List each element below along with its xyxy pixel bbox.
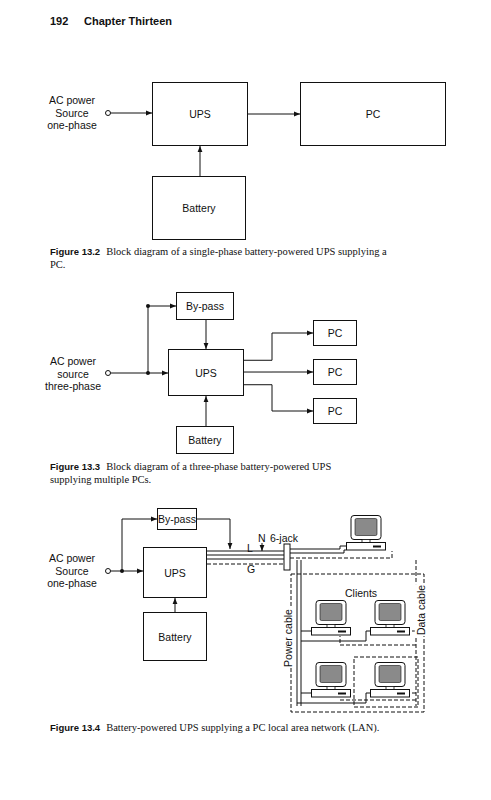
computer-icon <box>347 516 386 551</box>
arrow-connector <box>244 333 313 360</box>
pc-box: PC <box>300 82 446 146</box>
source-label: AC power Source one-phase <box>44 552 100 590</box>
box-text: UPS <box>195 367 217 379</box>
power-cable <box>290 550 346 553</box>
cable-label: Power cable <box>282 608 295 668</box>
chapter-heading: Chapter Thirteen <box>84 15 172 28</box>
page-number: 192 <box>50 15 68 28</box>
supply-wire <box>111 571 144 572</box>
bypass-wire <box>148 306 149 373</box>
computer-icon <box>371 663 410 698</box>
data-cable-line <box>290 551 392 558</box>
box-text: PC <box>328 405 343 417</box>
wire-label: G <box>247 563 255 576</box>
caption-text: Battery-powered UPS supplying a PC local… <box>106 722 379 733</box>
power-cable <box>301 693 312 694</box>
caption-block: Figure 13.3Block diagram of a three-phas… <box>50 461 370 486</box>
bypass-wire <box>148 306 176 307</box>
power-line <box>207 559 284 560</box>
arrow-connector <box>244 372 313 373</box>
supply-wire <box>111 113 153 114</box>
box-text: Battery <box>188 434 221 446</box>
source-label: AC power source three-phase <box>44 355 102 393</box>
bypass-wire <box>197 519 230 549</box>
network-outline <box>291 574 424 712</box>
caption-block: Figure 13.4 Battery-powered UPS supplying… <box>50 722 450 735</box>
ups-box: UPS <box>143 547 207 598</box>
power-cable <box>297 560 298 706</box>
pc-box: PC <box>313 398 357 424</box>
jack-symbol <box>284 544 290 570</box>
caption-block: Figure 13.2Block diagram of a single-pha… <box>50 246 398 271</box>
power-line <box>207 555 284 556</box>
caption-text: Block diagram of a single-phase battery-… <box>50 246 387 270</box>
box-text: PC <box>328 366 343 378</box>
ups-box: UPS <box>152 82 248 146</box>
figure-number: Figure 13.2 <box>50 246 100 257</box>
box-text: UPS <box>164 567 186 579</box>
source-label: AC power Source one-phase <box>44 94 100 132</box>
power-cable <box>301 560 302 706</box>
data-cable-line <box>340 636 416 645</box>
bypass-box: By-pass <box>157 508 197 530</box>
arrow-connector <box>200 146 201 176</box>
computer-icon <box>371 601 410 636</box>
box-text: PC <box>366 108 381 120</box>
ups-box: UPS <box>168 349 244 396</box>
computer-icon <box>312 601 351 636</box>
figure-number: Figure 13.4 <box>50 722 100 733</box>
figure-number: Figure 13.3 <box>50 461 100 472</box>
data-cable-line <box>340 698 416 700</box>
box-text: Battery <box>182 202 215 214</box>
box-text: PC <box>328 327 343 339</box>
jack-label: 6-jack <box>270 532 298 545</box>
box-text: Battery <box>158 631 191 643</box>
wire-label: L <box>247 542 253 555</box>
arrow-connector <box>206 320 207 349</box>
box-text: UPS <box>189 108 211 120</box>
terminal-symbol <box>106 111 111 116</box>
power-cable <box>301 631 312 632</box>
bypass-wire <box>122 519 157 571</box>
cable-label: Data cable <box>415 584 428 636</box>
battery-box: Battery <box>143 612 207 661</box>
box-text: By-pass <box>158 513 196 525</box>
arrow-connector <box>248 114 300 115</box>
power-line <box>207 551 284 552</box>
wire-label: N <box>258 532 266 545</box>
bypass-box: By-pass <box>176 292 234 320</box>
pointer-arrow <box>262 543 263 551</box>
pc-box: PC <box>313 359 357 385</box>
battery-box: Battery <box>152 176 246 240</box>
arrow-connector <box>175 598 176 612</box>
box-text: By-pass <box>186 300 224 312</box>
terminal-symbol <box>106 569 111 574</box>
power-cable <box>290 546 346 549</box>
group-label: Clients <box>345 587 377 600</box>
arrow-connector <box>206 396 207 426</box>
battery-box: Battery <box>176 426 234 454</box>
data-line <box>207 564 284 565</box>
pc-box: PC <box>313 320 357 346</box>
computer-icon <box>312 663 351 698</box>
data-cable-line <box>410 693 416 694</box>
supply-wire <box>111 373 169 374</box>
arrow-connector <box>244 385 313 411</box>
terminal-symbol <box>106 371 111 376</box>
